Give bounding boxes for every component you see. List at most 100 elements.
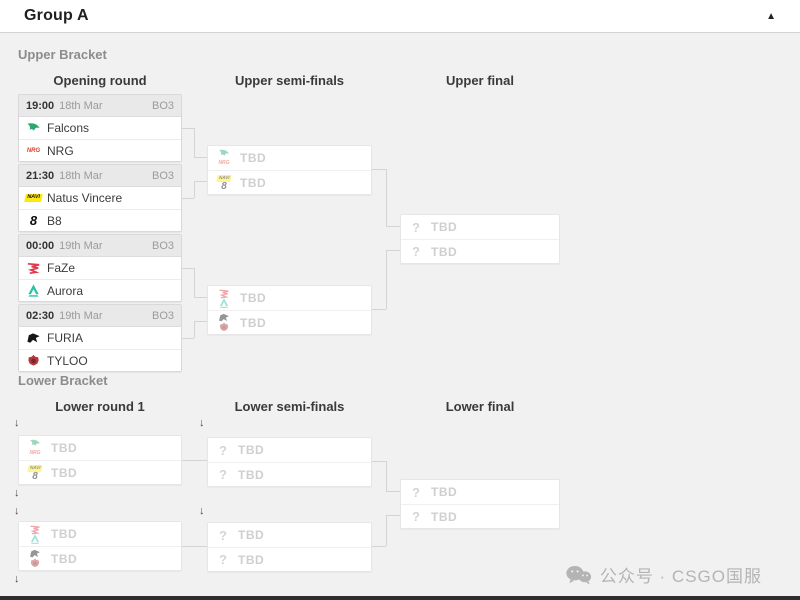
match-card-faze-aurora[interactable]: 00:00 19th Mar BO3 FaZe Aurora (18, 234, 182, 302)
loser-drop-arrow-icon: ↓ (14, 487, 20, 499)
upper-semi-final-2-card[interactable]: TBD TBD (207, 285, 372, 335)
bracket-connector (194, 181, 207, 182)
tbd-slot[interactable]: ? TBD (401, 215, 559, 239)
tbd-slot[interactable]: TBD (19, 546, 181, 570)
tbd-slot[interactable]: ? TBD (208, 438, 371, 462)
lower-round1-card-2[interactable]: TBD TBD (18, 521, 182, 571)
tbd-slot[interactable]: TBD (19, 522, 181, 546)
match-header: 19:00 18th Mar BO3 (19, 95, 181, 117)
match-time: 00:00 (26, 239, 55, 252)
match-card-furia-tyloo[interactable]: 02:30 19th Mar BO3 FURIA TYLOO (18, 304, 182, 372)
bracket-connector (194, 268, 195, 297)
collapse-caret-icon[interactable]: ▲ (766, 10, 776, 22)
tbd-label: TBD (240, 315, 267, 330)
lower-semi-final-2-card[interactable]: ? TBD ? TBD (207, 522, 372, 572)
loser-drop-arrow-icon: ↓ (199, 505, 205, 517)
lower-round1-card-1[interactable]: NRG TBD NAVI 8 TBD (18, 435, 182, 485)
tbd-slot[interactable]: NRG TBD (19, 436, 181, 460)
team-name: Aurora (47, 283, 84, 298)
tyloo-logo-icon (26, 353, 41, 368)
bracket-connector (386, 169, 387, 226)
tbd-slot[interactable]: TBD (208, 310, 371, 334)
team-row-falcons[interactable]: Falcons (19, 117, 181, 139)
unknown-team-icon: ? (219, 467, 227, 482)
tbd-slot[interactable]: NAVI 8 TBD (19, 460, 181, 484)
furia-logo-icon (26, 331, 41, 346)
team-name: FURIA (47, 331, 83, 345)
tbd-label: TBD (240, 291, 267, 305)
bracket-connector (372, 546, 386, 547)
tbd-slot[interactable]: NAVI 8 TBD (208, 170, 371, 194)
candidates-falcons-nrg-icon: NRG (216, 148, 232, 169)
wechat-icon (566, 565, 591, 584)
faze-logo-icon (26, 261, 41, 276)
match-header: 00:00 19th Mar BO3 (19, 235, 181, 257)
team-row-tyloo[interactable]: TYLOO (19, 349, 181, 371)
tbd-slot[interactable]: ? TBD (401, 504, 559, 528)
unknown-team-icon: ? (412, 509, 420, 524)
tbd-label: TBD (240, 175, 267, 190)
lower-semi-final-1-card[interactable]: ? TBD ? TBD (207, 437, 372, 487)
team-name: TYLOO (47, 353, 88, 368)
team-row-natus-vincere[interactable]: NAVI Natus Vincere (19, 187, 181, 209)
match-card-navi-b8[interactable]: 21:30 18th Mar BO3 NAVI Natus Vincere 8 … (18, 164, 182, 232)
candidates-furia-tyloo-icon (216, 312, 232, 333)
watermark: 公众号 · CSGO国服 (565, 562, 762, 587)
match-header: 21:30 18th Mar BO3 (19, 165, 181, 187)
team-row-faze[interactable]: FaZe (19, 257, 181, 279)
tbd-label: TBD (240, 151, 267, 165)
tbd-label: TBD (238, 552, 265, 567)
upper-semi-final-1-card[interactable]: NRG TBD NAVI 8 TBD (207, 145, 372, 195)
lower-bracket-label: Lower Bracket (18, 373, 108, 388)
tbd-slot[interactable]: NRG TBD (208, 146, 371, 170)
falcons-logo-icon (26, 121, 41, 136)
column-header-lower-semi-finals: Lower semi-finals (234, 399, 345, 414)
tbd-slot[interactable]: ? TBD (208, 547, 371, 571)
bracket-connector (194, 128, 195, 157)
tbd-slot[interactable]: ? TBD (208, 523, 371, 547)
tbd-label: TBD (431, 509, 458, 524)
bracket-connector (182, 338, 194, 339)
candidates-furia-tyloo-icon (27, 548, 43, 569)
b8-logo-icon: 8 (29, 213, 38, 228)
match-time: 21:30 (26, 169, 55, 182)
bottom-divider (0, 596, 800, 600)
bracket-connector (182, 128, 194, 129)
bracket-connector (194, 157, 207, 158)
match-card-falcons-nrg[interactable]: 19:00 18th Mar BO3 Falcons NRG NRG (18, 94, 182, 162)
loser-drop-arrow-icon: ↓ (14, 573, 20, 585)
tbd-slot[interactable]: ? TBD (401, 239, 559, 263)
team-row-furia[interactable]: FURIA (19, 327, 181, 349)
match-date: 19th Mar (59, 239, 103, 252)
match-format: BO3 (151, 309, 174, 322)
nrg-logo-icon: NRG (26, 147, 41, 154)
navi-logo-icon: NAVI (24, 191, 43, 206)
bracket-connector (182, 546, 207, 547)
team-row-b8[interactable]: 8 B8 (19, 209, 181, 231)
loser-drop-arrow-icon: ↓ (14, 505, 20, 517)
bracket-connector (386, 515, 387, 546)
tbd-slot[interactable]: ? TBD (208, 462, 371, 486)
bracket-connector (182, 268, 194, 269)
tbd-slot[interactable]: TBD (208, 286, 371, 310)
candidates-falcons-nrg-icon: NRG (27, 438, 43, 459)
upper-bracket-label: Upper Bracket (18, 47, 107, 62)
bracket-connector (372, 309, 386, 310)
match-date: 19th Mar (59, 309, 103, 322)
loser-drop-arrow-icon: ↓ (199, 417, 205, 429)
upper-final-card[interactable]: ? TBD ? TBD (400, 214, 560, 264)
aurora-logo-icon (26, 283, 41, 298)
bracket-connector (386, 250, 387, 309)
group-header-bar: Group A ▲ (0, 0, 800, 33)
bracket-connector (386, 226, 400, 227)
loser-drop-arrow-icon: ↓ (14, 417, 20, 429)
tbd-slot[interactable]: ? TBD (401, 480, 559, 504)
match-time: 02:30 (26, 309, 55, 322)
match-format: BO3 (151, 169, 174, 182)
team-row-nrg[interactable]: NRG NRG (19, 139, 181, 161)
team-name: Natus Vincere (47, 191, 123, 205)
lower-final-card[interactable]: ? TBD ? TBD (400, 479, 560, 529)
team-row-aurora[interactable]: Aurora (19, 279, 181, 301)
match-format: BO3 (151, 239, 174, 252)
